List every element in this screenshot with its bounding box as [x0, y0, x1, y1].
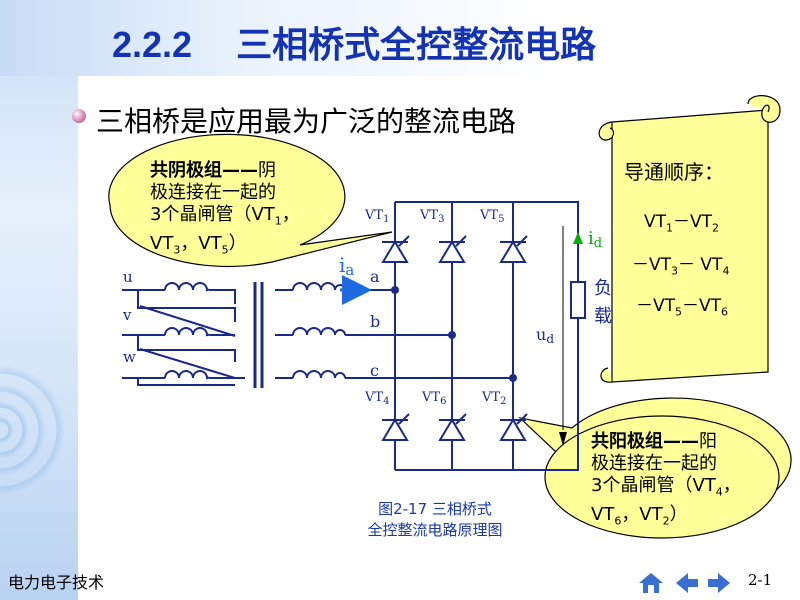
side-decoration [0, 0, 78, 600]
junction-dots [391, 286, 517, 382]
label-phase-v: v [122, 306, 132, 324]
label-phase-u: u [123, 268, 133, 286]
label-id: id [588, 228, 602, 251]
thyristors-bottom [381, 413, 528, 441]
label-ud: ud [536, 325, 554, 346]
title-number: 2.2.2 [112, 24, 193, 65]
scroll-title: 导通顺序： [624, 160, 724, 184]
label-ia: ia [339, 253, 354, 279]
scroll-row-1: VT1－VT2 [644, 212, 720, 235]
title-text: 三相桥式全控整流电路 [236, 24, 597, 65]
back-arrow-icon[interactable] [674, 572, 700, 594]
scroll-row-3: －VT5－VT6 [636, 296, 729, 319]
label-vt5: VT5 [479, 208, 504, 225]
scroll-row-2: －VT3－ VT4 [632, 255, 730, 278]
callout-common-anode [518, 397, 792, 539]
label-node-a: a [370, 267, 380, 286]
scroll-shape [598, 95, 781, 383]
label-vt4: VT4 [364, 390, 389, 407]
current-arrow-id [573, 232, 583, 244]
slide-title: 2.2.2 三相桥式全控整流电路 [112, 16, 596, 66]
label-vt2: VT2 [481, 390, 506, 407]
callout-top-text: 共阴极组——阴 极连接在一起的 3个晶闸管（VT1， VT3，VT5） [150, 160, 300, 257]
caption-line-1: 图2-17 三相桥式 [378, 500, 492, 518]
label-load-1: 负 [594, 278, 612, 299]
caption-line-2: 全控整流电路原理图 [367, 521, 503, 539]
home-icon[interactable] [638, 572, 664, 594]
transformer-coils [164, 282, 346, 380]
figure-caption: 图2-17 三相桥式 全控整流电路原理图 [300, 499, 570, 541]
label-phase-w: w [123, 348, 136, 366]
label-node-b: b [370, 312, 380, 331]
label-vt1: VT1 [364, 208, 389, 225]
footer-course-name: 电力电子技术 [8, 573, 105, 592]
load-resistor [570, 281, 586, 319]
label-vt3: VT3 [419, 208, 444, 225]
callout-common-cathode [108, 133, 393, 268]
thyristors-top [381, 235, 528, 263]
bullet-icon [72, 109, 86, 123]
forward-arrow-icon[interactable] [706, 572, 732, 594]
title-bar [0, 0, 800, 76]
label-vt6: VT6 [421, 390, 446, 407]
page-number: 2-1 [748, 571, 773, 589]
bullet-text: 三相桥是应用最为广泛的整流电路 [96, 105, 517, 138]
callout-bottom-text: 共阳极组——阳 极连接在一起的 3个晶闸管（VT4， VT6，VT2） [591, 431, 741, 528]
label-load-2: 载 [594, 306, 612, 327]
label-node-c: c [370, 361, 379, 380]
